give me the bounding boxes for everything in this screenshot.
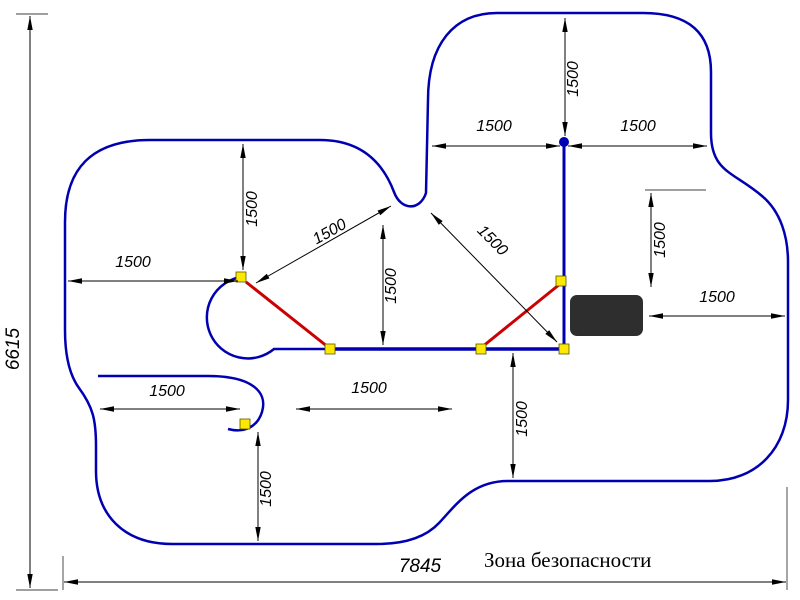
overall-height-label: 6615 [3, 327, 24, 370]
dim-label-notch-to-anchor: 1500 [476, 118, 512, 135]
dim-label-left-edge-to-post: 1500 [115, 254, 151, 271]
dim-label-post-to-notch-diagonal: 1500 [310, 216, 349, 248]
overall-width-label: 7845 [399, 556, 442, 577]
dim-label-left-edge-to-lower-post: 1500 [149, 383, 185, 400]
post-marker [239, 418, 251, 430]
post-marker [324, 343, 336, 355]
dim-post-to-notch-diagonal [255, 205, 392, 284]
dimension-lines [16, 13, 788, 591]
dim-label-notch-to-end-post-diagonal: 1500 [474, 222, 511, 259]
dim-label-top-edge-to-post: 1500 [244, 191, 261, 227]
dim-label-lower-post-to-bottom-edge: 1500 [258, 471, 275, 507]
dim-label-rail-to-bottom-zone: 1500 [514, 401, 531, 437]
post-marker [475, 343, 487, 355]
rope-line-right [481, 282, 561, 349]
post-markers [235, 271, 570, 430]
rope-line-left [245, 280, 329, 349]
zone-outline [63, 11, 790, 546]
dim-label-anchor-to-right-edge: 1500 [620, 118, 656, 135]
anchor-point [559, 137, 569, 147]
upper-hook-arc [205, 275, 330, 360]
dim-label-lower-post-clearance: 1500 [351, 380, 387, 397]
dim-notch-to-end-post-diagonal [430, 212, 558, 343]
dim-label-platform-to-right-edge: 1500 [699, 289, 735, 306]
post-marker [558, 343, 570, 355]
lower-hook-arc [98, 374, 265, 432]
dim-label-top-zone-to-platform: 1500 [652, 222, 669, 258]
post-marker [555, 275, 567, 287]
post-marker [235, 271, 247, 283]
caption: Зона безопасности [484, 548, 651, 572]
dim-label-top-to-anchor: 1500 [565, 61, 582, 97]
platform [570, 295, 643, 336]
dim-label-notch-to-rail: 1500 [383, 268, 400, 304]
